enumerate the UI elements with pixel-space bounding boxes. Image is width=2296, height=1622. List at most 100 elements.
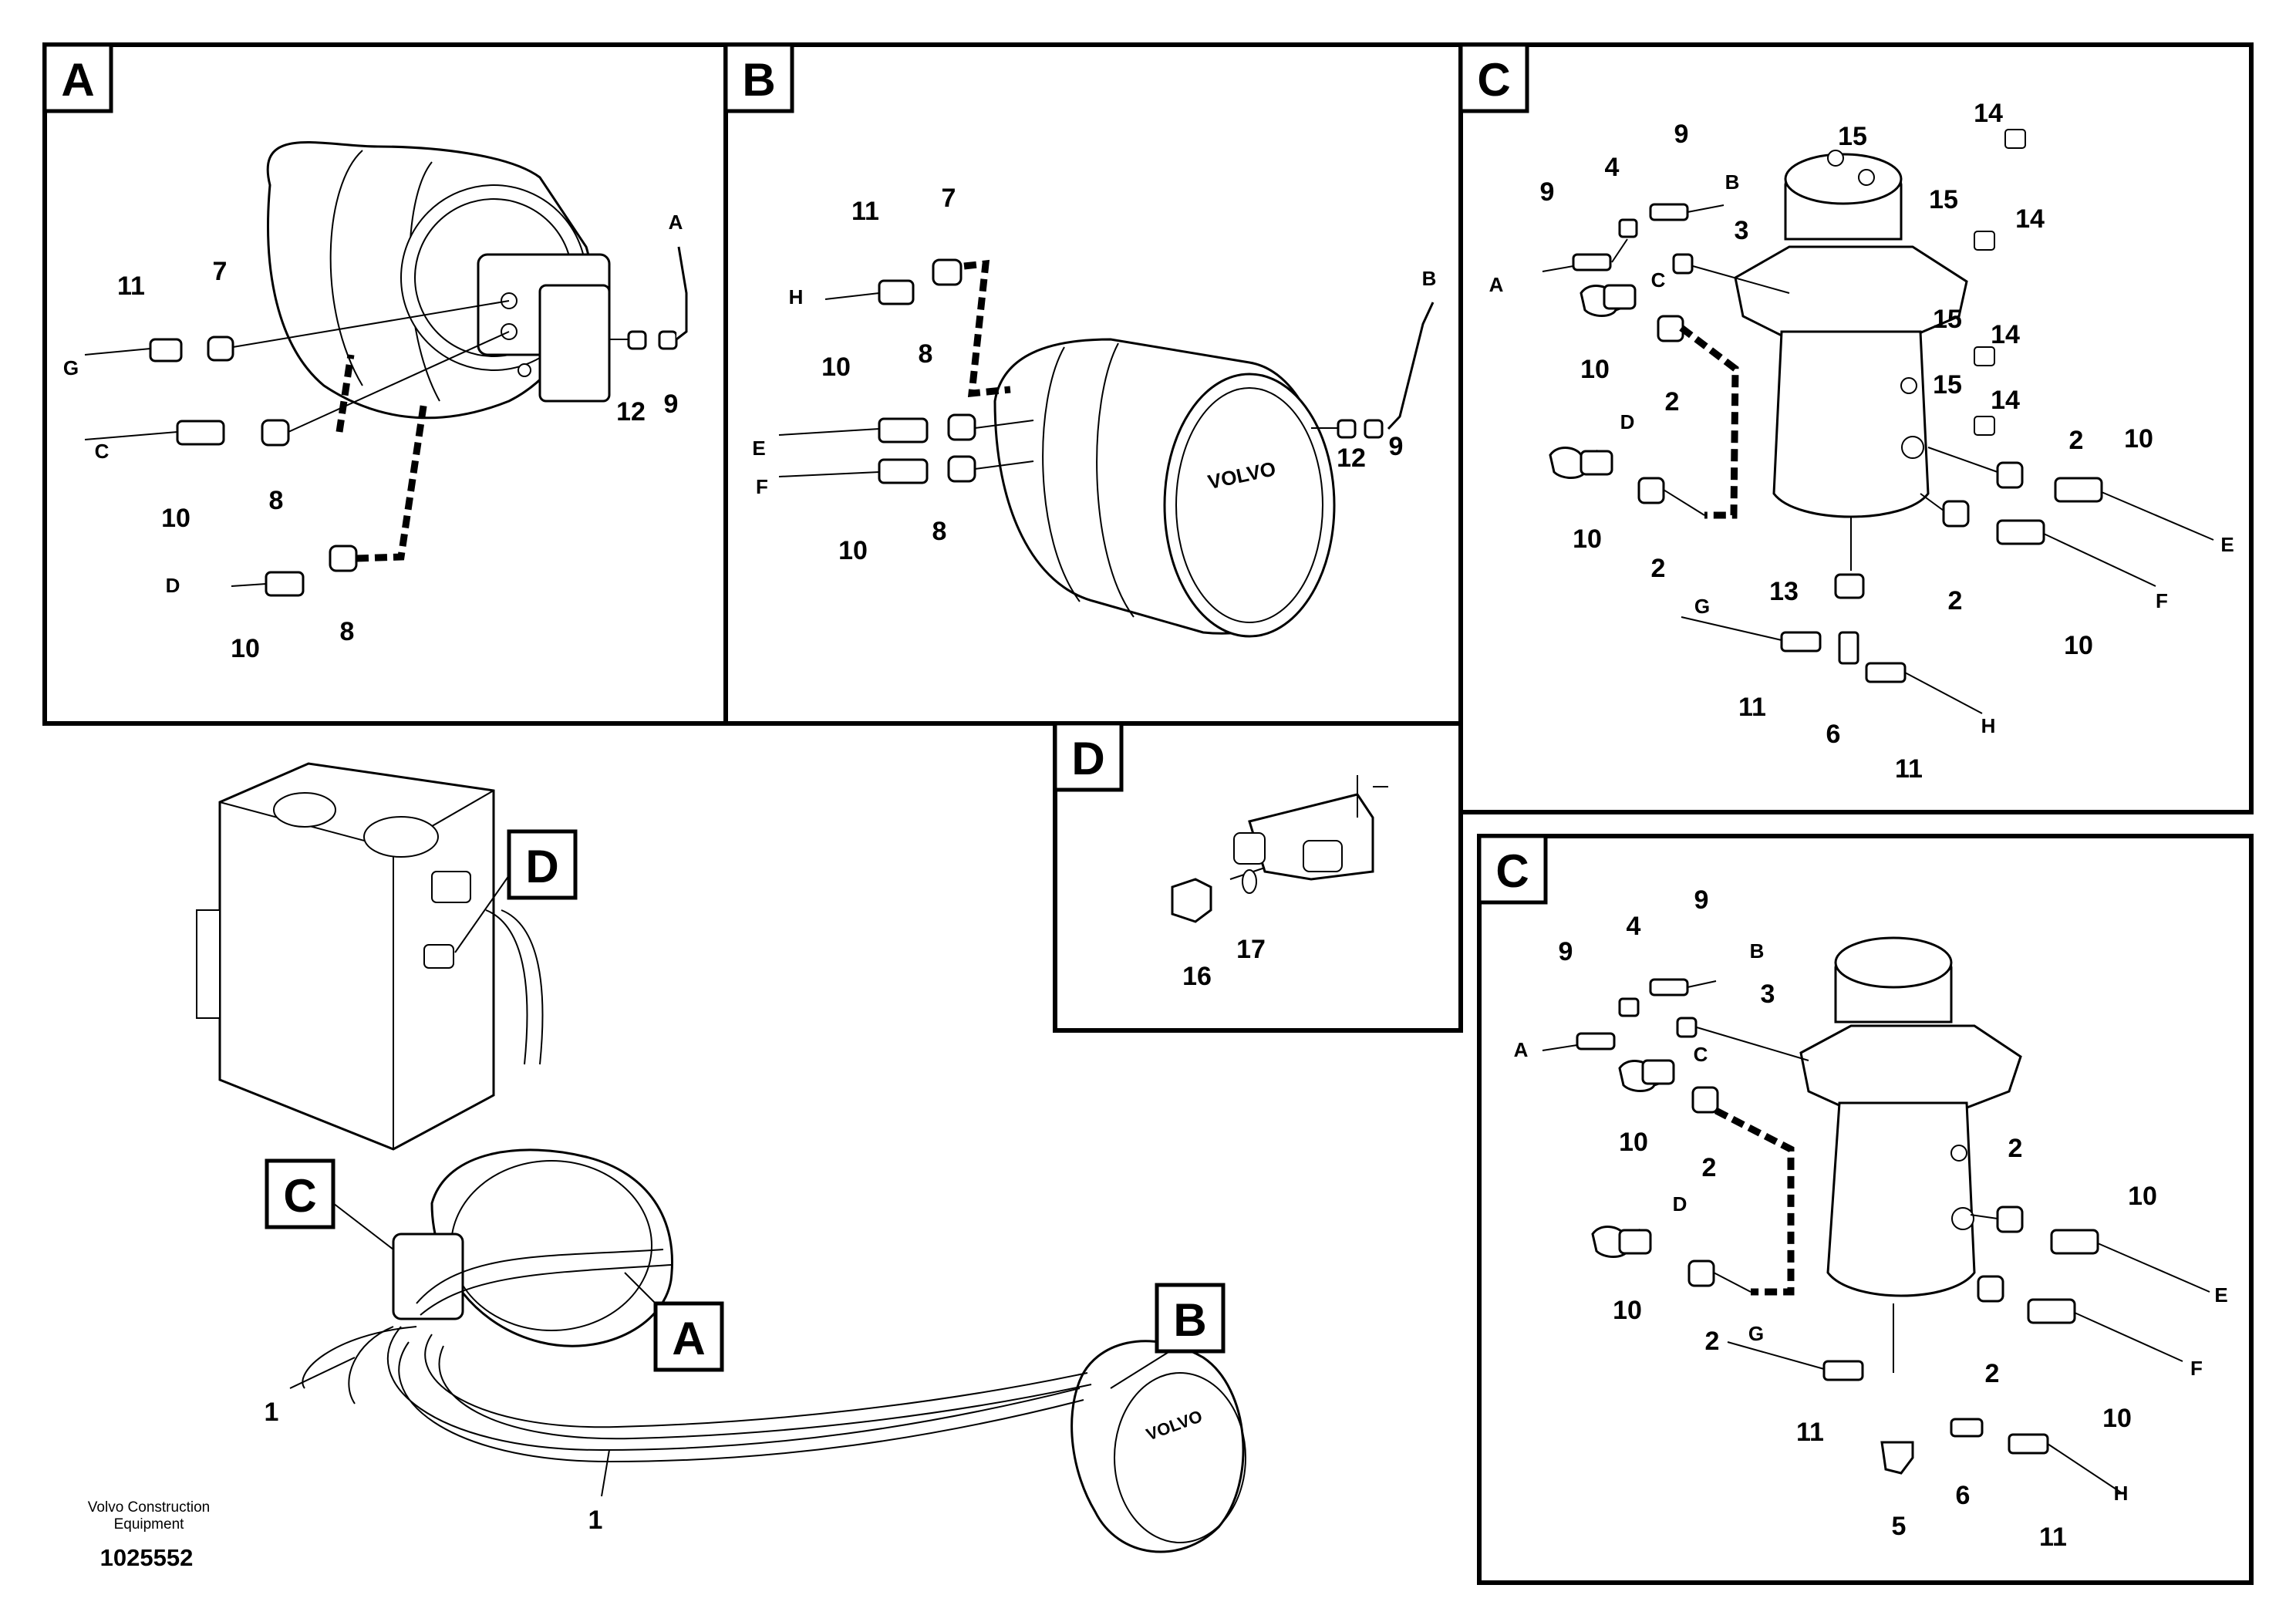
svg-text:8: 8	[269, 486, 284, 515]
svg-text:8: 8	[932, 517, 947, 546]
svg-text:9: 9	[1559, 937, 1573, 966]
svg-text:9: 9	[1540, 177, 1555, 207]
panel-d-tag: D	[1071, 733, 1104, 784]
svg-text:6: 6	[1826, 720, 1841, 749]
svg-text:11: 11	[1796, 1418, 1824, 1447]
svg-text:8: 8	[340, 617, 355, 646]
svg-text:11: 11	[117, 271, 145, 301]
svg-text:17: 17	[1236, 935, 1266, 964]
svg-text:3: 3	[1735, 216, 1749, 245]
svg-text:15: 15	[1933, 370, 1962, 400]
svg-text:2: 2	[1705, 1327, 1720, 1356]
svg-text:10: 10	[2128, 1182, 2157, 1211]
svg-text:4: 4	[1627, 912, 1641, 941]
travel-motor-b: VOLVO	[993, 338, 1336, 638]
overview: VOLVO D C A	[196, 762, 1246, 1553]
svg-text:A: A	[669, 211, 683, 234]
hydraulic-tank	[196, 762, 544, 1151]
svg-text:3: 3	[1761, 980, 1775, 1009]
svg-text:10: 10	[1613, 1296, 1642, 1325]
svg-text:16: 16	[1182, 962, 1212, 991]
panel-a-labels: 11 7 12 9 10 8 10 8 G C D A	[63, 211, 683, 663]
svg-text:9: 9	[664, 389, 679, 419]
maker-line-2: Equipment	[114, 1516, 185, 1533]
hoses-a	[84, 246, 688, 597]
svg-text:H: H	[1981, 714, 1996, 737]
swivel-joint-lower	[1799, 936, 2022, 1373]
svg-text:F: F	[2190, 1357, 2203, 1380]
svg-text:11: 11	[1738, 693, 1766, 722]
svg-text:1: 1	[265, 1398, 279, 1427]
overview-tag-c: C	[283, 1170, 316, 1222]
svg-text:10: 10	[161, 504, 190, 533]
svg-text:10: 10	[231, 634, 260, 663]
svg-text:C: C	[95, 440, 110, 463]
svg-text:12: 12	[1337, 443, 1366, 473]
panel-d-labels: 16 17	[1182, 935, 1266, 991]
svg-text:2: 2	[2008, 1134, 2023, 1163]
drawing-number: 1025552	[100, 1544, 194, 1571]
overview-travel-motors: VOLVO	[392, 1148, 1246, 1553]
svg-text:G: G	[1694, 595, 1710, 618]
svg-text:10: 10	[1580, 355, 1610, 384]
svg-text:9: 9	[1389, 432, 1404, 461]
svg-text:11: 11	[1895, 754, 1923, 784]
svg-text:10: 10	[2064, 631, 2093, 660]
svg-text:11: 11	[2039, 1523, 2067, 1552]
svg-text:2: 2	[2069, 426, 2084, 455]
svg-text:2: 2	[1651, 554, 1666, 583]
svg-text:C: C	[1651, 268, 1666, 292]
svg-text:8: 8	[919, 339, 933, 369]
panel-a-tag: A	[61, 54, 94, 106]
panel-d: D 16 17	[1053, 721, 1463, 1033]
svg-text:G: G	[1748, 1322, 1764, 1345]
panel-b: B VOLVO 11	[723, 42, 1463, 726]
footer: Volvo Construction Equipment 1025552	[88, 1499, 210, 1571]
svg-text:10: 10	[2124, 424, 2153, 454]
overview-tag-a: A	[672, 1313, 705, 1364]
svg-text:11: 11	[851, 197, 879, 226]
travel-motor-a	[266, 140, 611, 420]
svg-text:12: 12	[616, 397, 646, 427]
panel-c-lower: C	[1477, 834, 2254, 1585]
panel-c-lower-labels: 9 9 4 3 10 2 2 10 10 2 2 10 11 6 5 11 B …	[1514, 885, 2228, 1552]
svg-text:D: D	[166, 574, 180, 597]
fittings-upper	[1542, 129, 2214, 714]
svg-text:F: F	[2156, 589, 2168, 612]
svg-text:5: 5	[1892, 1512, 1907, 1541]
maker-line-1: Volvo Construction	[88, 1499, 210, 1516]
svg-text:13: 13	[1769, 577, 1799, 606]
svg-text:15: 15	[1933, 305, 1962, 334]
svg-text:10: 10	[821, 352, 851, 382]
svg-text:E: E	[752, 437, 765, 460]
hoses-b	[778, 258, 1435, 484]
svg-text:B: B	[1725, 170, 1740, 194]
svg-text:H: H	[2114, 1482, 2129, 1505]
tank-port-detail	[1171, 775, 1388, 923]
svg-text:10: 10	[838, 536, 868, 565]
overview-tag-b: B	[1173, 1294, 1206, 1346]
svg-text:10: 10	[1619, 1128, 1648, 1157]
panel-a: A	[42, 42, 728, 726]
svg-text:9: 9	[1694, 885, 1709, 915]
svg-text:F: F	[756, 475, 768, 498]
overview-tags: D C A B	[265, 829, 1226, 1372]
overview-leaders	[289, 875, 1173, 1497]
svg-text:E: E	[2214, 1283, 2227, 1307]
svg-text:B: B	[1422, 267, 1437, 290]
svg-text:G: G	[63, 356, 79, 379]
svg-text:D: D	[1673, 1192, 1687, 1216]
overview-labels: 1 1	[265, 1398, 603, 1535]
svg-text:15: 15	[1929, 185, 1958, 214]
svg-text:B: B	[1750, 939, 1765, 963]
panel-b-labels: 11 7 10 8 10 8 12 9 H E F B	[752, 184, 1436, 565]
panel-c-upper-tag: C	[1477, 54, 1510, 106]
svg-text:7: 7	[942, 184, 956, 213]
svg-text:9: 9	[1674, 120, 1689, 149]
svg-text:H: H	[789, 285, 804, 309]
svg-text:A: A	[1489, 273, 1504, 296]
panel-c-lower-tag: C	[1495, 845, 1529, 897]
svg-text:C: C	[1694, 1043, 1708, 1066]
svg-text:14: 14	[1991, 320, 2020, 349]
